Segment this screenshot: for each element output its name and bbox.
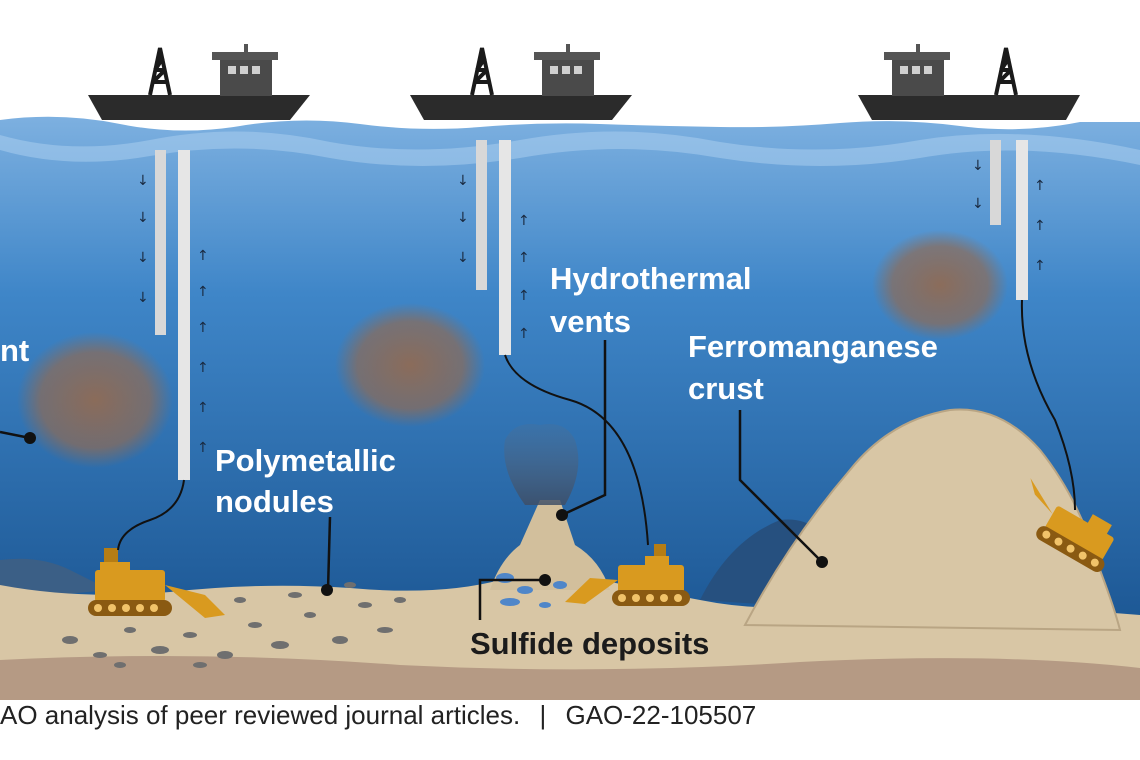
caption-separator: | — [539, 700, 547, 730]
svg-text:↓: ↓ — [137, 173, 149, 189]
riser-pipe-icon — [178, 150, 190, 480]
hydrothermal-vents-label-line1: Hydrothermal — [550, 261, 752, 296]
hydrothermal-vents-label-line2: vents — [550, 304, 631, 339]
mining-vehicle-icon — [1030, 478, 1114, 572]
svg-text:↑: ↑ — [1034, 218, 1046, 234]
polymetallic-nodules-label-line1: Polymetallic — [215, 443, 396, 478]
riser-pipe-icon — [476, 140, 487, 290]
leader-dots — [24, 432, 828, 596]
polymetallic-nodule-field — [62, 582, 406, 668]
ferromanganese-crust-label-line1: Ferromanganese — [688, 329, 938, 364]
riser-pipe-icon — [499, 140, 511, 355]
svg-text:↓: ↓ — [137, 250, 149, 266]
svg-text:↓: ↓ — [457, 210, 469, 226]
cut-off-label: nt — [0, 333, 30, 368]
hydrothermal-vent-chimney — [490, 500, 610, 590]
mining-vehicle-icon — [88, 548, 225, 618]
riser-pipe-icon — [155, 150, 166, 335]
caption-source: AO analysis of peer reviewed journal art… — [0, 700, 521, 730]
svg-text:↑: ↑ — [197, 440, 209, 456]
ship-icon — [410, 44, 632, 120]
svg-text:↑: ↑ — [197, 248, 209, 264]
surface-wave — [0, 131, 1140, 166]
riser-pipe-icon — [990, 140, 1001, 225]
sediment-plume-icon — [17, 332, 173, 468]
leader-lines — [0, 340, 823, 620]
umbilical-cable — [504, 354, 649, 546]
polymetallic-nodules-label-line2: nodules — [215, 484, 334, 519]
drill-derrick-icon — [994, 47, 1018, 96]
svg-text:↑: ↑ — [1034, 258, 1046, 274]
svg-text:↑: ↑ — [518, 326, 530, 342]
sediment-plume-icon — [335, 303, 485, 427]
svg-text:↑: ↑ — [1034, 178, 1046, 194]
riser-pipe-icon — [1016, 140, 1028, 300]
svg-text:↓: ↓ — [137, 210, 149, 226]
umbilical-cable — [1020, 299, 1076, 511]
svg-text:↓: ↓ — [972, 196, 984, 212]
umbilical-cable — [117, 479, 185, 551]
vent-smoke — [504, 424, 579, 505]
svg-text:↑: ↑ — [197, 360, 209, 376]
ferromanganese-crust-label-line2: crust — [688, 371, 764, 406]
caption-strip — [0, 700, 1140, 760]
svg-text:↓: ↓ — [137, 290, 149, 306]
svg-text:↑: ↑ — [197, 320, 209, 336]
caption-report-id: GAO-22-105507 — [565, 700, 757, 730]
sediment-subfloor — [0, 656, 1140, 700]
svg-text:↑: ↑ — [518, 213, 530, 229]
svg-text:↓: ↓ — [972, 158, 984, 174]
ship-icon — [858, 44, 1080, 120]
source-caption: AO analysis of peer reviewed journal art… — [0, 700, 756, 731]
svg-text:↓: ↓ — [457, 173, 469, 189]
svg-text:↑: ↑ — [518, 250, 530, 266]
sediment-plume-icon — [872, 230, 1008, 340]
mining-vehicle-icon — [565, 544, 690, 606]
drill-derrick-icon — [148, 47, 172, 96]
sulfide-deposits-label: Sulfide deposits — [470, 626, 710, 661]
flow-arrows: ↓ ↓ ↓ ↓ ↑ ↑ ↑ ↑ ↑ ↑ ↓ ↓ ↓ ↑ ↑ ↑ ↑ ↓ ↓ ↑ ↑ ↑ — [137, 158, 1046, 456]
ship-icon — [88, 44, 310, 120]
svg-text:↑: ↑ — [518, 288, 530, 304]
svg-text:↓: ↓ — [457, 250, 469, 266]
drill-derrick-icon — [470, 47, 494, 96]
svg-text:↑: ↑ — [197, 400, 209, 416]
svg-text:↑: ↑ — [197, 284, 209, 300]
